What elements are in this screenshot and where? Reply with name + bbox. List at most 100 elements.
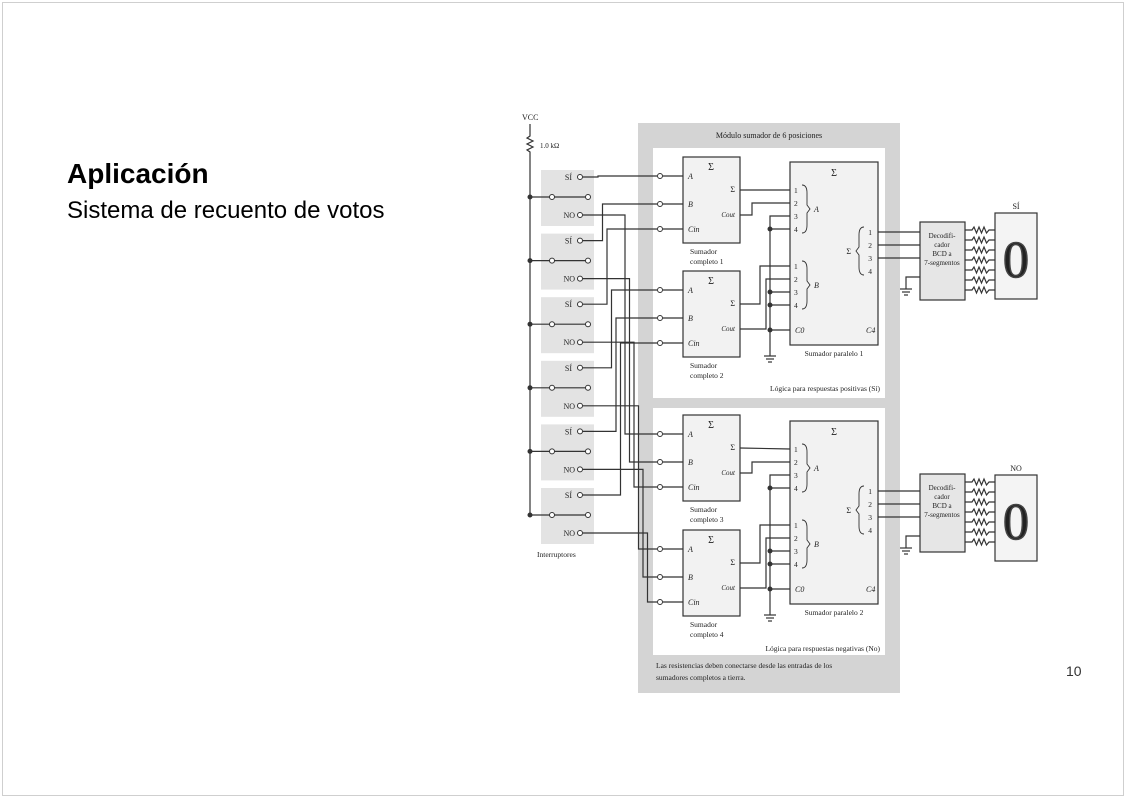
pin-label: 2: [794, 534, 798, 543]
junction-dot: [527, 258, 533, 264]
decoder-label: 7-segmentos: [924, 259, 960, 267]
sum-output-label: Σ: [730, 299, 735, 308]
switch-pivot: [549, 512, 555, 518]
switch-pivot: [549, 321, 555, 328]
adder-input-label: B: [688, 200, 693, 209]
switch-no-terminal: [577, 530, 583, 536]
decoder-label: BCD a: [932, 502, 952, 510]
parallel-adder-caption: Sumador paralelo 2: [805, 608, 864, 617]
switch-pivot: [549, 448, 555, 455]
display-label: NO: [1010, 464, 1022, 473]
note-line-1: Las resistencias deben conectarse desde …: [656, 661, 832, 670]
switch-contact-terminal: [585, 321, 591, 328]
bcd-decoder-1: [919, 221, 966, 301]
vcc-label: VCC: [522, 113, 538, 122]
full-adder-caption: Sumador: [690, 247, 718, 256]
adder-input-terminal: [657, 315, 663, 321]
adder-input-label: Cin: [688, 339, 700, 348]
adder-input-terminal: [657, 484, 663, 490]
c4-label: C4: [866, 326, 875, 335]
pin-label: 1: [794, 186, 798, 195]
carry-out-label: Cout: [721, 584, 736, 592]
module-title: Módulo sumador de 6 posiciones: [716, 131, 822, 140]
switch-yes-label: SÍ: [565, 236, 572, 246]
pin-label: 2: [794, 199, 798, 208]
pin-label: 4: [794, 225, 798, 234]
brace-sum: [855, 226, 865, 276]
c0-label: C0: [795, 326, 804, 335]
segment-resistor: [965, 245, 995, 255]
switches-label: Interruptores: [537, 550, 576, 559]
full-adder-caption: Sumador: [690, 505, 718, 514]
brace-a: [801, 184, 811, 234]
decoder-label: cador: [934, 493, 950, 501]
switch-yes-terminal: [577, 174, 583, 180]
junction-dot: [767, 485, 773, 491]
brace-b: [801, 519, 811, 569]
switch-no-label: NO: [563, 402, 575, 411]
sigma-symbol: Σ: [708, 420, 714, 431]
switch-yes-label: SÍ: [565, 363, 572, 373]
adder-input-label: B: [688, 314, 693, 323]
adder-input-label: Cin: [688, 225, 700, 234]
sum-pin-label: 1: [868, 228, 872, 237]
decoder-label: 7-segmentos: [924, 511, 960, 519]
segment-resistor: [965, 285, 995, 295]
switch-no-terminal: [577, 466, 583, 473]
switch-yes-terminal: [577, 237, 583, 244]
pin-label: 4: [794, 484, 798, 493]
sum-pin-label: 1: [868, 487, 872, 496]
seven-segment-display-2: [994, 474, 1038, 562]
sum-pin-label: 2: [868, 241, 872, 250]
junction-dot: [527, 385, 533, 391]
switch-to-adder-wire: [583, 175, 657, 178]
adder-input-terminal: [657, 431, 663, 437]
c4-label: C4: [866, 585, 875, 594]
switch-yes-terminal: [577, 492, 583, 498]
junction-dot: [767, 302, 773, 308]
adder-input-terminal: [657, 546, 663, 552]
switch-contact-terminal: [585, 194, 591, 200]
group-a-label: A: [813, 464, 819, 473]
sum-output-label: Σ: [846, 506, 851, 515]
switch-pivot: [549, 257, 555, 264]
sigma-symbol: Σ: [708, 162, 714, 173]
sum-output-label: Σ: [730, 185, 735, 194]
seven-segment-display-1: [994, 212, 1038, 300]
switch-to-adder-wire: [583, 342, 657, 496]
pin-label: 3: [794, 471, 798, 480]
adder-input-terminal: [657, 173, 663, 179]
decoder-label: cador: [934, 241, 950, 249]
segment-resistor: [965, 507, 995, 517]
parallel-adder-caption: Sumador paralelo 1: [805, 349, 864, 358]
switch-to-adder-wire: [583, 278, 657, 463]
brace-sum: [855, 485, 865, 535]
adder-input-label: Cin: [688, 598, 700, 607]
pin-label: 3: [794, 212, 798, 221]
switch-no-label: NO: [563, 529, 575, 538]
bcd-decoder-2: [919, 473, 966, 553]
switch-to-adder-wire: [583, 203, 657, 242]
sigma-symbol: Σ: [708, 276, 714, 287]
junction-dot: [767, 327, 773, 333]
switch-yes-terminal: [577, 428, 583, 435]
sum-wire: [740, 524, 790, 564]
decoder-label: Decodifi-: [929, 232, 956, 240]
display-digit: 0: [1003, 232, 1029, 289]
junction-dot: [527, 448, 533, 454]
switch-yes-terminal: [577, 301, 583, 308]
switch-no-terminal: [577, 275, 583, 282]
pin-label: 1: [794, 262, 798, 271]
switch-to-adder-wire: [583, 228, 657, 305]
switch-contact-terminal: [585, 512, 591, 518]
page-number: 10: [1066, 663, 1082, 679]
switch-yes-label: SÍ: [565, 299, 572, 309]
switch-yes-terminal: [577, 364, 583, 371]
segment-resistor: [965, 225, 995, 235]
carry-out-label: Cout: [721, 325, 736, 333]
switch-to-adder-wire: [583, 317, 657, 432]
junction-dot: [767, 226, 773, 232]
brace-a: [801, 443, 811, 493]
